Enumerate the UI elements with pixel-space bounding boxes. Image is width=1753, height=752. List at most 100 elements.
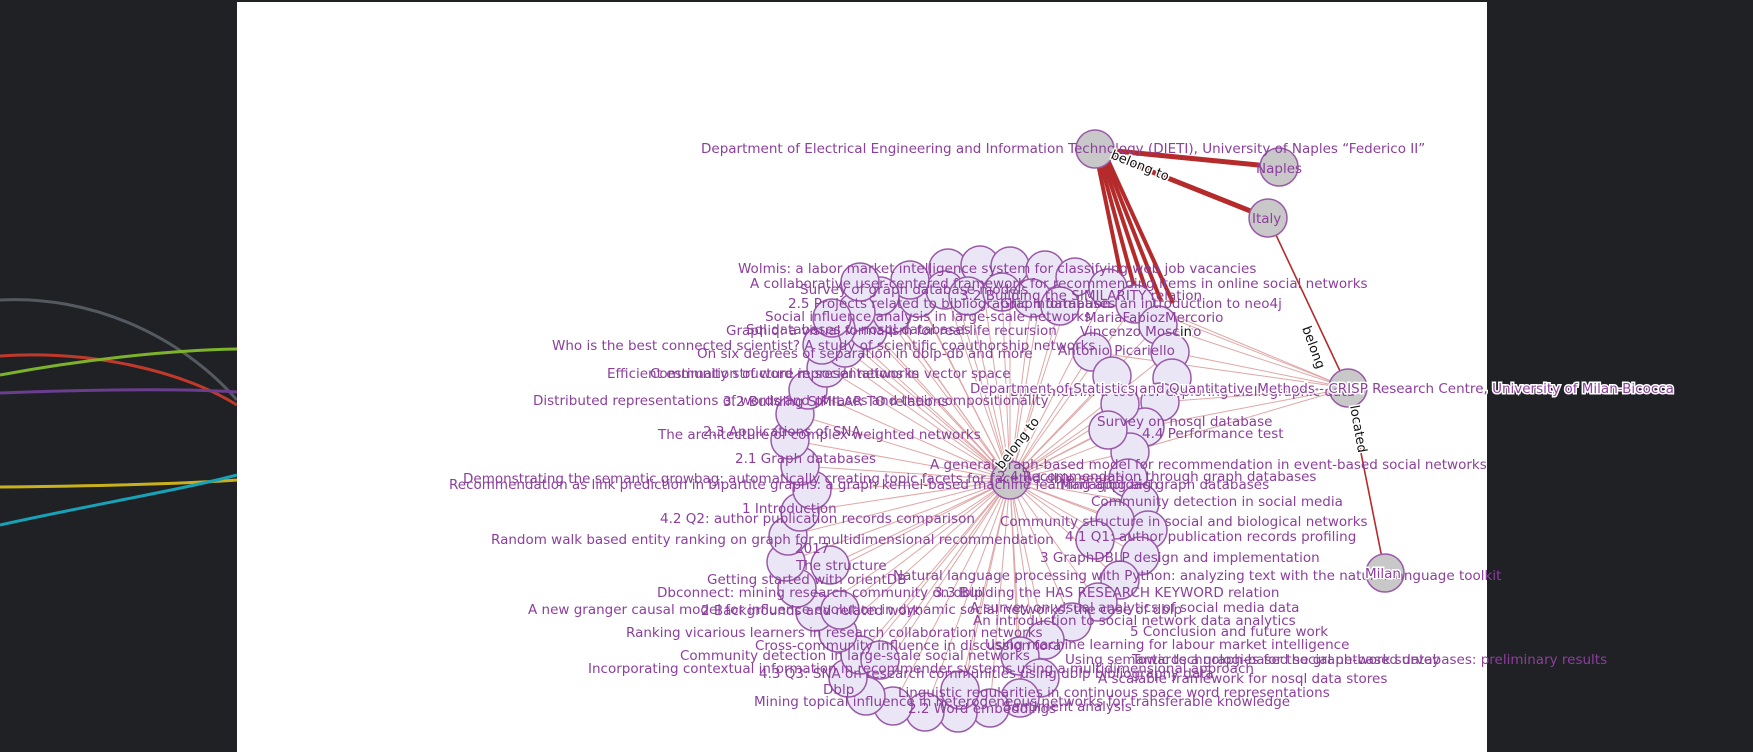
doc-label-d21[interactable]: 2.3 Applications of SNA [703, 424, 861, 440]
document-node[interactable] [812, 298, 852, 338]
edge-hub-doc [879, 479, 1011, 661]
doc-label-d42[interactable]: 3.3 Building the HAS RESEARCH KEYWORD re… [934, 585, 1279, 601]
doc-label-d10[interactable]: Graphiq: a visual formalism for real lif… [726, 323, 1057, 339]
doc-label-d37[interactable]: 3 GraphDBLP design and implementation [1040, 550, 1320, 566]
doc-label-d57[interactable]: Linguistic regularities in continuous sp… [898, 685, 1330, 701]
doc-label-d47[interactable]: Ranking vicarious learners in research c… [626, 625, 1043, 641]
nodes-layer [766, 129, 1405, 733]
doc-label-d23[interactable]: 4.4 Performance test [1142, 426, 1284, 442]
document-node[interactable] [840, 262, 880, 302]
doc-label-d22[interactable]: The architecture of complex weighted net… [657, 427, 981, 443]
doc-label-d59[interactable]: Dblp [823, 682, 854, 698]
doc-label-d19[interactable]: 3.2 Building SIMILAR TO relations [723, 394, 948, 410]
entity-label-italy[interactable]: Italy [1252, 211, 1281, 227]
entity-label-crisp[interactable]: Department of Statistics and Quantitativ… [969, 380, 1676, 399]
doc-label-d55[interactable]: 4.3 Q3: SNA on research communities usin… [759, 666, 1214, 682]
doc-label-d48[interactable]: 5 Conclusion and future work [1130, 624, 1328, 640]
doc-label-d46[interactable]: An introduction to social network data a… [973, 613, 1296, 629]
doc-label-d29[interactable]: Managing big graph databases [1060, 477, 1269, 493]
doc-label-d8[interactable]: MariaFabiozMercorio [1085, 310, 1223, 326]
doc-label-d9[interactable]: Sql databases v. nosql databases [746, 322, 971, 338]
doc-label-d3[interactable]: 3.2 Building the SIMILARITY relation [960, 288, 1202, 304]
doc-label-d36[interactable]: 2017 [795, 541, 829, 557]
doc-label-d32[interactable]: 4.2 Q2: author publication records compa… [660, 511, 975, 527]
doc-label-d5[interactable]: 2.5 Projects related to bibliographic in… [788, 296, 1111, 312]
doc-label-d51[interactable]: Community detection in large-scale socia… [680, 648, 1030, 664]
document-node[interactable] [860, 640, 900, 680]
edge-hub-doc [789, 439, 1011, 481]
doc-label-d40[interactable]: Natural language processing with Python:… [893, 568, 1501, 584]
doc-label-d61[interactable]: Sentiment analysis [1003, 699, 1132, 715]
doc-label-d2[interactable]: A collaborative user-centered framework … [750, 276, 1368, 292]
hub-node[interactable] [990, 460, 1030, 500]
edge-hub-doc [794, 413, 1011, 481]
entity-node-milan[interactable] [1365, 553, 1405, 593]
document-node[interactable] [810, 545, 850, 585]
doc-label-d31[interactable]: 1 Introduction [742, 501, 837, 517]
edge-hub-doc [787, 479, 1011, 537]
doc-label-d4[interactable]: Survey of graph database models [800, 282, 1028, 298]
doc-label-d1[interactable]: Wolmis: a labor market intelligence syst… [738, 261, 1256, 277]
doc-label-d13[interactable]: Antonio Picariello [1058, 343, 1175, 359]
doc-label-d43[interactable]: A survey on visual analytics of social m… [970, 600, 1299, 616]
document-node[interactable] [1040, 286, 1080, 326]
doc-label-d38[interactable]: The structure [795, 558, 887, 574]
entity-label-milan[interactable]: Milan [1364, 565, 1403, 584]
entity-label-dieti[interactable]: Department of Electrical Engineering and… [701, 141, 1425, 157]
doc-label-d26[interactable]: Demonstrating the semantic growbag: auto… [463, 471, 1124, 487]
doc-label-d28[interactable]: Recommendation as link prediction in bip… [449, 477, 1158, 493]
edge-crisp-doc [1169, 351, 1349, 389]
edge-hub-doc [959, 479, 1011, 691]
document-node[interactable] [940, 670, 980, 710]
doc-label-d56[interactable]: A scalable framework for nosql data stor… [1098, 671, 1387, 687]
doc-label-d24[interactable]: 2.1 Graph databases [735, 451, 876, 467]
doc-label-d58[interactable]: Mining topical influence in heterogeneou… [754, 694, 1290, 710]
doc-label-d30[interactable]: Community detection in social media [1091, 494, 1343, 510]
doc-label-d18[interactable]: Distributed representations of words and… [533, 393, 1049, 409]
doc-label-d41[interactable]: Dbconnect: mining research community on … [657, 585, 983, 601]
document-node[interactable] [1075, 520, 1115, 560]
doc-label-d35[interactable]: Random walk based entity ranking on grap… [491, 532, 1054, 548]
edge-crisp-doc [1157, 324, 1349, 389]
doc-label-d60[interactable]: 2.2 Word embeddings [908, 701, 1056, 717]
document-node[interactable] [1088, 410, 1128, 450]
graph-canvas[interactable] [237, 2, 1487, 752]
entity-node-naples[interactable] [1259, 147, 1299, 187]
doc-label-d15[interactable]: Efficient estimation of word representat… [607, 366, 1011, 382]
entity-node-dieti[interactable] [1075, 129, 1115, 169]
edge-hub-doc [924, 479, 1011, 713]
doc-label-d27[interactable]: 2.4 Recommendation through graph databas… [997, 469, 1316, 485]
doc-label-d17[interactable]: Bibliometrix: a tool for exploring bibli… [1010, 384, 1355, 400]
doc-label-d6[interactable]: Graph databases an introduction to neo4j [1000, 296, 1282, 312]
doc-label-d12[interactable]: Who is the best connected scientist? A s… [552, 338, 1095, 354]
edge-dieti-author [1099, 148, 1163, 302]
document-node[interactable] [820, 590, 860, 630]
entity-node-italy[interactable] [1248, 198, 1288, 238]
doc-label-d54[interactable]: Incorporating contextual information in … [588, 661, 1254, 677]
doc-label-d44[interactable]: A new granger causal model for influence… [528, 602, 1182, 618]
entity-node-crisp[interactable] [1328, 368, 1368, 408]
doc-label-d25[interactable]: A general graph-based model for recommen… [930, 457, 1487, 473]
doc-label-d11[interactable]: Vincenzo Moscato [1080, 324, 1201, 340]
doc-label-d20[interactable]: Survey on nosql database [1097, 414, 1272, 430]
doc-label-d53[interactable]: Using semantic technologies for the grap… [1065, 652, 1607, 668]
doc-label-d16[interactable]: Community structure in social networks [650, 366, 919, 382]
entity-label-naples[interactable]: Naples [1256, 161, 1302, 177]
doc-label-d52[interactable]: Towards a graph-based social network sur… [1131, 652, 1440, 668]
doc-label-d33[interactable]: Community structure in social and biolog… [1000, 514, 1368, 530]
edge-label-belong-italy: belong [1298, 324, 1327, 371]
doc-label-d14[interactable]: On six degrees of separation in dblp-db … [697, 346, 1033, 362]
doc-label-d34[interactable]: 4.1 Q1: author publication records profi… [1065, 529, 1356, 545]
doc-label-d7[interactable]: Social influence analysis in large-scale… [765, 309, 1091, 325]
doc-label-d39[interactable]: Getting started with orientDB [707, 572, 906, 588]
edge-hub-doc [799, 465, 1011, 481]
edge-dieti-author [1095, 148, 1139, 298]
doc-label-d50[interactable]: Using machine learning for labour market… [985, 637, 1349, 653]
edge-hub-doc [825, 367, 1011, 481]
doc-label-d49[interactable]: Cross-community influence in discussion … [755, 638, 1061, 654]
edge-hub-doc [799, 479, 1011, 513]
edge-hub-doc [1009, 479, 1141, 504]
doc-label-d45[interactable]: 2 Backgrounds and related work [701, 603, 920, 619]
labels-layer: Wolmis: a labor market intelligence syst… [449, 261, 1607, 717]
